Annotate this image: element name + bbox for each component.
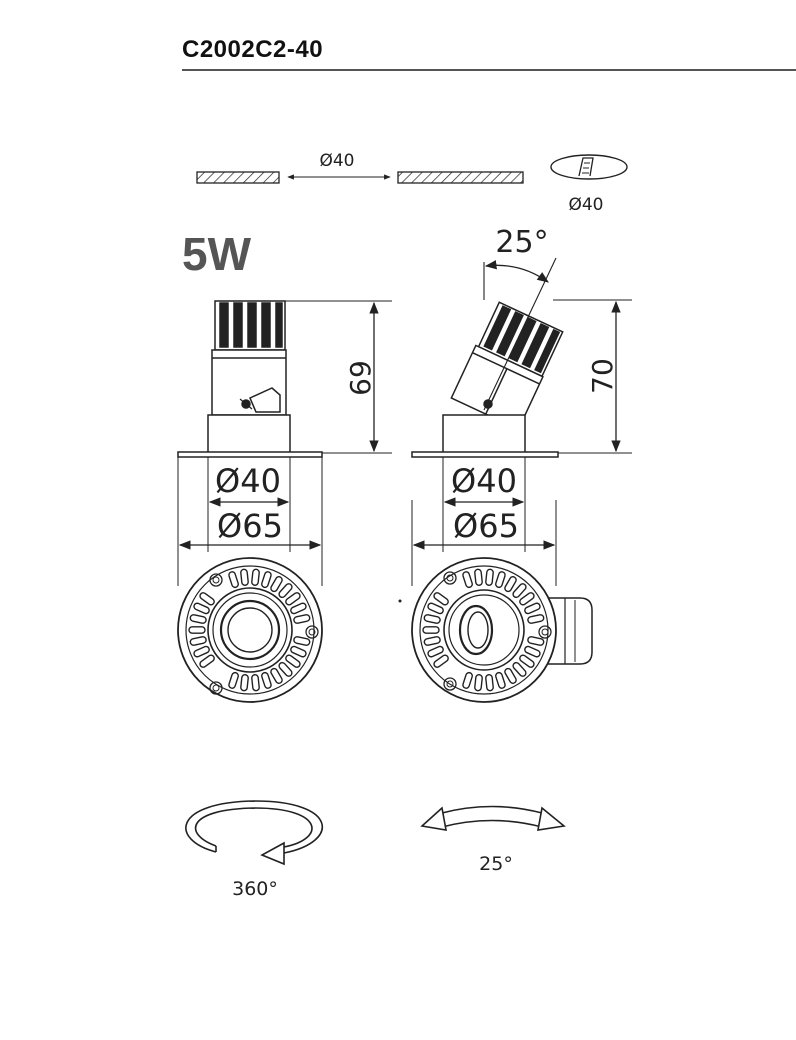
vent-slot <box>422 626 440 634</box>
vent-slot <box>495 571 506 589</box>
model-title: C2002C2-40 <box>182 36 324 63</box>
power-label: 5W <box>182 228 252 280</box>
right-front-view <box>411 557 593 703</box>
vent-slot <box>188 626 206 634</box>
vent-slot <box>527 614 545 624</box>
vent-slot <box>504 667 517 684</box>
vent-slot <box>285 592 301 606</box>
vent-slot <box>427 645 444 658</box>
hole-icon <box>550 154 628 180</box>
vent-slot <box>485 568 494 586</box>
vent-slot <box>293 614 311 624</box>
vent-slot <box>240 674 249 692</box>
vent-slot <box>199 654 215 668</box>
vent-slot <box>423 614 441 624</box>
vent-slot <box>278 583 293 599</box>
ceiling-section-left <box>196 171 280 184</box>
tilt-axis-line <box>483 257 557 411</box>
vent-slot <box>474 568 483 586</box>
header-rule <box>182 69 796 71</box>
right-inner-diameter-label: Ø40 <box>451 462 517 500</box>
right-height-label: 70 <box>586 358 619 394</box>
left-outer-diameter-label: Ø65 <box>217 507 283 545</box>
tilt-label: 25° <box>479 853 513 875</box>
vent-slot <box>251 568 260 586</box>
tilt-angle-label: 25° <box>495 225 548 260</box>
right-outer-diameter-label: Ø65 <box>453 507 519 545</box>
vent-slot <box>193 602 210 615</box>
cutout-diagram: Ø40 Ø40 <box>196 151 628 215</box>
vent-slot <box>512 583 527 599</box>
vent-slot <box>462 671 473 689</box>
rotation-label: 360° <box>232 878 278 900</box>
vent-slot <box>519 592 535 606</box>
hole-diameter-label: Ø40 <box>568 195 603 215</box>
vent-slot <box>270 576 283 593</box>
vent-slot <box>462 571 473 589</box>
tilt-icon <box>420 805 566 831</box>
vent-slot <box>423 636 441 646</box>
vent-slot <box>278 661 293 677</box>
vent-slot <box>524 645 541 658</box>
stray-dot <box>398 599 402 603</box>
rotation-icon <box>185 800 324 866</box>
vent-slot <box>270 667 283 684</box>
vent-slot <box>495 671 506 689</box>
vent-slot <box>251 674 260 692</box>
vent-slot <box>512 661 527 677</box>
vent-slot <box>240 568 249 586</box>
vent-slot <box>189 636 207 646</box>
vent-slot <box>504 576 517 593</box>
vent-slot <box>199 592 215 606</box>
vent-slot <box>293 636 311 646</box>
vent-slot <box>261 671 272 689</box>
vent-slot <box>524 602 541 615</box>
vent-slot <box>485 674 494 692</box>
left-front-view <box>177 557 323 703</box>
tilt-angle-arc <box>484 260 549 283</box>
vent-slot <box>290 645 307 658</box>
vent-slot <box>474 674 483 692</box>
vent-slot <box>433 592 449 606</box>
vent-slot <box>261 571 272 589</box>
left-side-view <box>177 300 323 458</box>
vent-slot <box>290 602 307 615</box>
vent-slot <box>228 571 239 589</box>
cutout-width-label: Ø40 <box>319 151 354 171</box>
vent-slot <box>228 671 239 689</box>
vent-slot <box>189 614 207 624</box>
left-inner-diameter-label: Ø40 <box>215 462 281 500</box>
vent-slot <box>519 654 535 668</box>
vent-slot <box>427 602 444 615</box>
vent-slot <box>193 645 210 658</box>
vent-slot <box>433 654 449 668</box>
ceiling-section-right <box>397 171 524 184</box>
vent-slot <box>527 636 545 646</box>
vent-slot <box>285 654 301 668</box>
right-side-view <box>411 301 564 458</box>
left-height-label: 69 <box>344 360 377 396</box>
